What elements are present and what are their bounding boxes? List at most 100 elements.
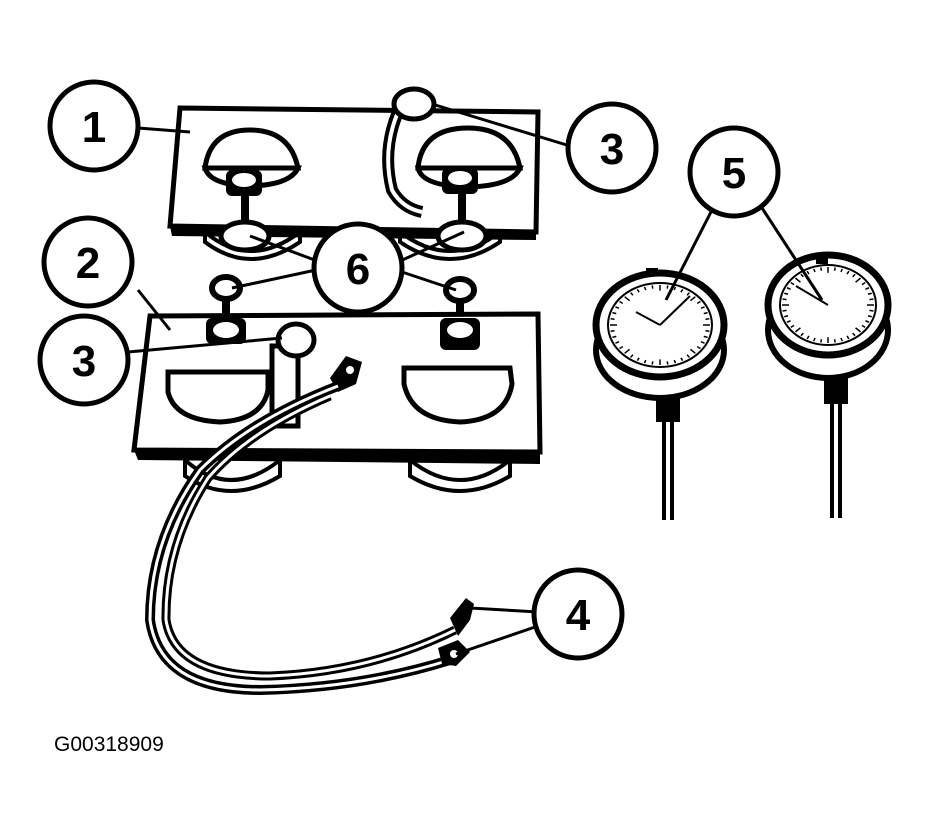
gauge-tick [861,324,866,328]
gauge-tick [813,268,816,273]
gauge-tick [643,286,647,291]
base-2-left-nut [206,318,246,344]
base-1-left-cutout [202,127,302,171]
clip-lower [438,640,470,666]
gauge-tick [865,320,870,323]
gauge-tick [800,273,804,278]
gauge-tick [852,332,856,337]
gauge-tick [630,292,634,296]
clip-upper [450,598,474,636]
magnetic-base-2 [131,311,543,493]
stud-right-upper [435,219,489,253]
callout-3-bottom: 3 [37,313,131,407]
gauge-tick [786,320,791,323]
test-cable [144,381,474,696]
gauge-tick [786,287,791,290]
gauge-tick [865,287,870,290]
gauge-tick [705,330,710,333]
gauge-tick [666,285,669,289]
callout-2-label: 2 [76,239,100,288]
gauge-tick [680,288,684,293]
gauge-tick [696,345,701,350]
gauge-tick [651,285,654,289]
gauge-tick [833,339,836,343]
base-2-plate-edge [134,450,540,464]
gauge-tick [703,311,708,315]
gauge-tick [686,292,690,296]
gauge-tick [846,270,850,275]
gauge-tick [666,361,669,365]
stud-left-lower [209,274,243,318]
gauge-tick [700,306,705,309]
gauge-tick [800,332,804,337]
gauge-tick [833,267,836,271]
base-2-lever [269,321,317,429]
gauge-tick [703,335,708,339]
gauge-tick [689,296,696,302]
callout-4-label: 4 [566,591,591,640]
gauge-tick [619,345,624,350]
gauge-tick [813,337,816,342]
gauge-tick [806,335,810,340]
base-1-left-nut [226,170,262,196]
callout-1-label: 1 [82,103,106,152]
gauge-tick [612,335,617,339]
callout-3-top: 3 [565,101,659,195]
gauge-tick [636,288,640,293]
gauge-tick [820,267,823,271]
callout-2: 2 [41,215,135,309]
base-1-right-foot [398,227,502,261]
gauge-tick [852,273,856,278]
gauge-tick [840,268,843,273]
dial-indicator-right [764,251,892,518]
base-1-right-nut [442,168,478,194]
base-2-right-foot [408,455,512,493]
gauge-tick [782,309,787,312]
gauge-tick [806,270,810,275]
callout-1: 1 [47,79,141,173]
base-1-right-cutout [415,125,524,171]
callout-6: 6 [311,221,405,315]
callout-3-top-label: 3 [600,125,624,174]
gauge-tick [689,348,696,354]
gauge-tick [636,357,640,362]
base-2-right-cutout [401,365,515,425]
dial-indicator-left [592,268,728,520]
gauge-tick [612,311,617,315]
gauge-tick [673,359,677,364]
gauge-tick [700,341,705,344]
dial-left-ticks [610,285,710,365]
gauge-tick [673,286,677,291]
gauge-tick [782,298,787,301]
gauge-tick [861,282,866,286]
gauge-tick [615,306,620,309]
gauge-tick [790,324,795,328]
stud-left-upper [218,219,272,253]
callout-5-label: 5 [722,149,746,198]
gauge-tick [855,277,862,283]
gauge-tick [696,300,701,305]
gauge-tick [784,314,789,318]
gauge-tick [705,317,710,320]
dial-right-ticks [782,267,874,343]
callout-3-bottom-label: 3 [72,337,96,386]
gauge-tick [867,292,872,296]
figure-id-label: G00318909 [54,733,164,756]
gauge-tick [794,277,801,283]
leader-lines [127,102,824,656]
gauge-tick [686,354,690,358]
gauge-tick [651,361,654,365]
gauge-tick [790,282,795,286]
gauge-tick [820,339,823,343]
gauge-tick [794,327,801,333]
gauge-tick [610,330,615,333]
gauge-tick [610,317,615,320]
gauge-tick [619,300,624,305]
adapter-studs [209,194,489,320]
gauge-tick [680,357,684,362]
cable-connector [330,356,362,392]
gauge-tick [867,314,872,318]
callout-4: 4 [531,567,625,661]
callout-6-label: 6 [346,245,370,294]
